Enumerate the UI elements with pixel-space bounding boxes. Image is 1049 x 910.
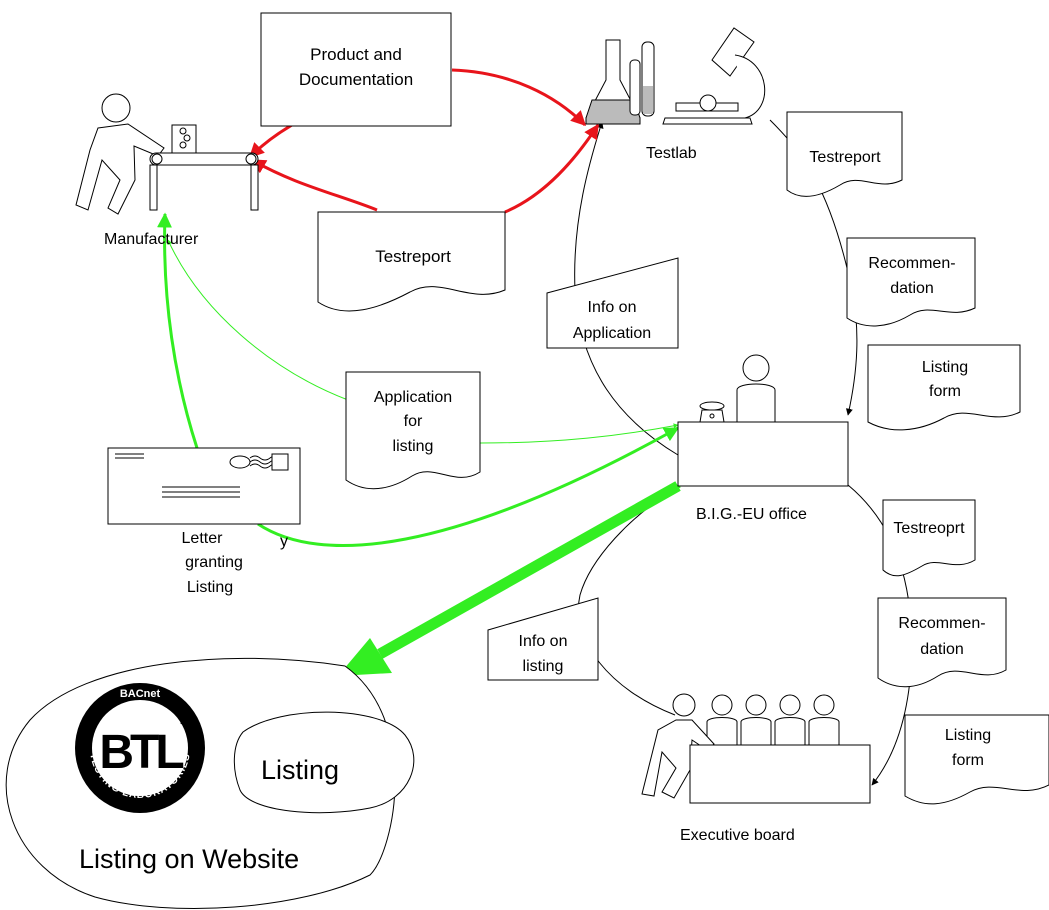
application-line-3: listing xyxy=(393,438,434,455)
letter-envelope-icon xyxy=(107,447,301,525)
btl-logo-mark: BTL xyxy=(99,726,183,779)
recommendation-lab-line-2: dation xyxy=(890,280,934,297)
info-listing-box: Info on listing xyxy=(487,597,599,681)
application-document: Application for listing xyxy=(345,371,481,490)
testreport-document-manufacturer: Testreport xyxy=(317,211,506,312)
product-line-1: Product and xyxy=(310,45,402,64)
green-flow-arrows xyxy=(157,212,681,676)
letter-line-2: granting xyxy=(185,554,243,571)
testreport-lab-label: Testreport xyxy=(809,149,881,166)
btl-logo: BACnet TESTING LABORATORIES BTL TM xyxy=(75,683,205,813)
product-line-2: Documentation xyxy=(299,70,413,89)
listing-form-board-line-2: form xyxy=(952,752,984,769)
info-listing-line-1: Info on xyxy=(519,633,568,650)
executive-board-icon xyxy=(641,693,871,804)
manufacturer-label: Manufacturer xyxy=(104,231,199,248)
recommendation-lab-line-1: Recommen- xyxy=(868,255,955,272)
btl-logo-top: BACnet xyxy=(120,688,161,700)
info-application-box: Info on Application xyxy=(546,257,679,349)
red-flow-arrows xyxy=(248,68,600,214)
testreport-mfr-label: Testreport xyxy=(375,247,451,266)
testlab-label: Testlab xyxy=(646,145,697,162)
info-application-line-1: Info on xyxy=(588,299,637,316)
testlab-icon xyxy=(585,27,766,125)
info-listing-line-2: listing xyxy=(523,658,564,675)
manufacturer-icon xyxy=(75,93,259,215)
listing-form-document-office: Listing form xyxy=(867,344,1021,431)
letter-line-3: Listing xyxy=(187,579,233,596)
recommendation-office-line-2: dation xyxy=(920,641,964,658)
application-line-1: Application xyxy=(374,389,452,406)
letter-stray-glyph: y xyxy=(280,533,288,550)
recommendation-document-lab: Recommen- dation xyxy=(846,237,976,327)
office-icon xyxy=(677,354,849,487)
btl-logo-tm: TM xyxy=(179,719,189,726)
testreoprt-document-office: Testreoprt xyxy=(882,499,976,577)
product-documentation-box: Product and Documentation xyxy=(260,12,452,127)
listing-bubble: Listing xyxy=(233,711,415,814)
listing-bubble-label: Listing xyxy=(261,755,339,785)
listing-form-document-board: Listing form xyxy=(904,714,1049,805)
listing-form-board-line-1: Listing xyxy=(945,727,991,744)
testreoprt-office-label: Testreoprt xyxy=(893,520,965,537)
listing-form-office-line-1: Listing xyxy=(922,359,968,376)
info-application-line-2: Application xyxy=(573,325,651,342)
website-label: Listing on Website xyxy=(79,844,299,874)
letter-line-1: Letter xyxy=(182,530,224,547)
recommendation-document-office: Recommen- dation xyxy=(877,597,1007,688)
board-label: Executive board xyxy=(680,827,795,844)
testreport-document-lab: Testreport xyxy=(786,111,903,197)
listing-form-office-line-2: form xyxy=(929,383,961,400)
application-line-2: for xyxy=(404,413,423,430)
office-label: B.I.G.-EU office xyxy=(696,506,807,523)
recommendation-office-line-1: Recommen- xyxy=(898,615,985,632)
